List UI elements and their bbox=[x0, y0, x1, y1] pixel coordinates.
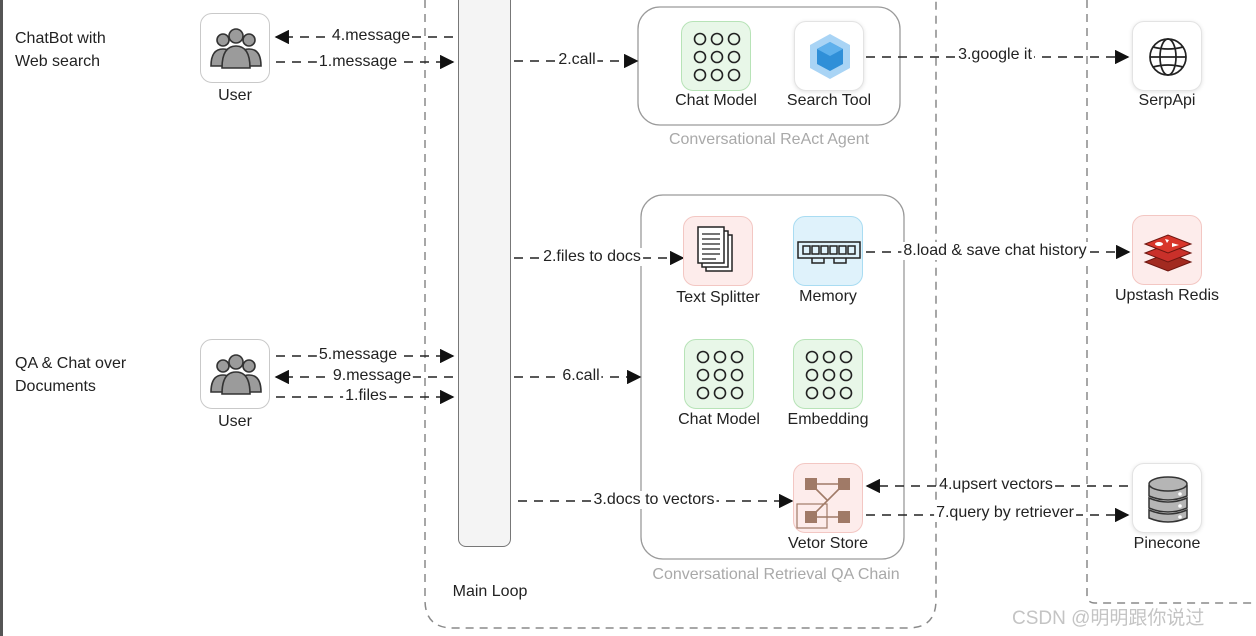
user-bottom-label: User bbox=[218, 413, 252, 430]
react-agent-group-label: Conversational ReAct Agent bbox=[668, 131, 870, 148]
chat-model-top-label: Chat Model bbox=[675, 92, 757, 109]
pinecone-node[interactable] bbox=[1132, 463, 1202, 533]
model-grid-icon bbox=[693, 32, 741, 82]
edge-1-message-label: 1.message bbox=[316, 53, 400, 71]
embedding-label: Embedding bbox=[787, 411, 869, 428]
vector-graph-icon bbox=[796, 478, 850, 529]
scenario-chatbot-label: ChatBot with Web search bbox=[15, 27, 106, 73]
cube-icon bbox=[810, 34, 850, 79]
memory-node[interactable] bbox=[793, 216, 863, 286]
chat-model-top-node[interactable] bbox=[681, 21, 751, 91]
chat-model-bottom-label: Chat Model bbox=[678, 411, 760, 428]
database-icon bbox=[1148, 476, 1188, 523]
scenario-qa-text: QA & Chat over Documents bbox=[15, 355, 127, 395]
search-tool-node[interactable] bbox=[794, 21, 864, 91]
text-splitter-label: Text Splitter bbox=[676, 289, 760, 306]
memory-label: Memory bbox=[799, 288, 857, 305]
csdn-watermark: CSDN @明明跟你说过 bbox=[1012, 608, 1205, 629]
user-top-node[interactable] bbox=[200, 13, 270, 83]
scenario-qa-label: QA & Chat over Documents bbox=[15, 352, 126, 398]
embedding-node[interactable] bbox=[793, 339, 863, 409]
edge-6-call-label: 6.call bbox=[560, 367, 602, 385]
user-bottom-node[interactable] bbox=[200, 339, 270, 409]
retrieval-chain-group-label: Conversational Retrieval QA Chain bbox=[652, 566, 900, 583]
users-icon bbox=[210, 354, 262, 395]
main-loop-container bbox=[424, 0, 937, 629]
users-icon bbox=[210, 28, 262, 69]
serpapi-label: SerpApi bbox=[1138, 92, 1196, 109]
model-grid-icon bbox=[696, 350, 744, 400]
edge-3-google-label: 3.google it bbox=[956, 46, 1034, 64]
pinecone-label: Pinecone bbox=[1133, 535, 1201, 552]
edge-9-message-label: 9.message bbox=[330, 367, 414, 385]
vector-store-node[interactable] bbox=[793, 463, 863, 533]
edge-8-load-label: 8.load & save chat history bbox=[901, 242, 1089, 260]
left-edge-bar bbox=[0, 0, 3, 636]
redis-icon bbox=[1143, 234, 1193, 272]
main-loop-bar[interactable] bbox=[458, 0, 511, 547]
user-top-label: User bbox=[218, 87, 252, 104]
edge-2-call-label: 2.call bbox=[556, 51, 598, 69]
edge-4-message-label: 4.message bbox=[329, 27, 413, 45]
upstash-redis-node[interactable] bbox=[1132, 215, 1202, 285]
globe-icon bbox=[1149, 38, 1187, 76]
embedding-grid-icon bbox=[805, 350, 853, 400]
services-container bbox=[1086, 0, 1256, 604]
upstash-redis-label: Upstash Redis bbox=[1114, 287, 1220, 304]
documents-icon bbox=[697, 226, 733, 272]
edge-5-message-label: 5.message bbox=[316, 346, 400, 364]
vector-store-label: Vetor Store bbox=[787, 535, 869, 552]
main-loop-label: Main Loop bbox=[452, 583, 528, 600]
edge-4-upsert-label: 4.upsert vectors bbox=[937, 476, 1055, 494]
scenario-chatbot-text: ChatBot with Web search bbox=[15, 30, 106, 70]
memory-chip-icon bbox=[797, 241, 861, 264]
search-tool-label: Search Tool bbox=[786, 92, 872, 109]
text-splitter-node[interactable] bbox=[683, 216, 753, 286]
edge-1-files-label: 1.files bbox=[343, 387, 389, 405]
edge-3-docs-label: 3.docs to vectors bbox=[591, 491, 717, 509]
chat-model-bottom-node[interactable] bbox=[684, 339, 754, 409]
edge-7-query-label: 7.query by retriever bbox=[934, 504, 1076, 522]
serpapi-node[interactable] bbox=[1132, 21, 1202, 91]
edge-2-files-label: 2.files to docs bbox=[541, 248, 643, 266]
